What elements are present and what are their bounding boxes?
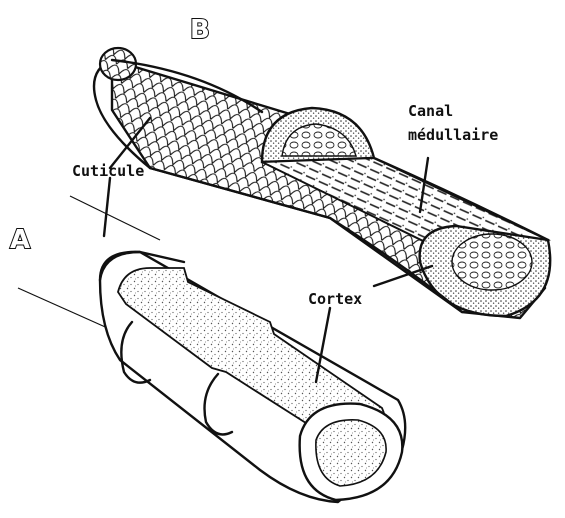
hair-shaft-a — [18, 196, 405, 502]
medulla-label-line1: Canal — [408, 102, 453, 120]
cuticle-label: Cuticule — [72, 162, 144, 180]
panel-a-letter: A — [10, 225, 30, 255]
panel-b-letter: B — [190, 15, 210, 45]
cortex-label: Cortex — [308, 290, 362, 308]
medulla-label-line2: médullaire — [408, 126, 498, 144]
